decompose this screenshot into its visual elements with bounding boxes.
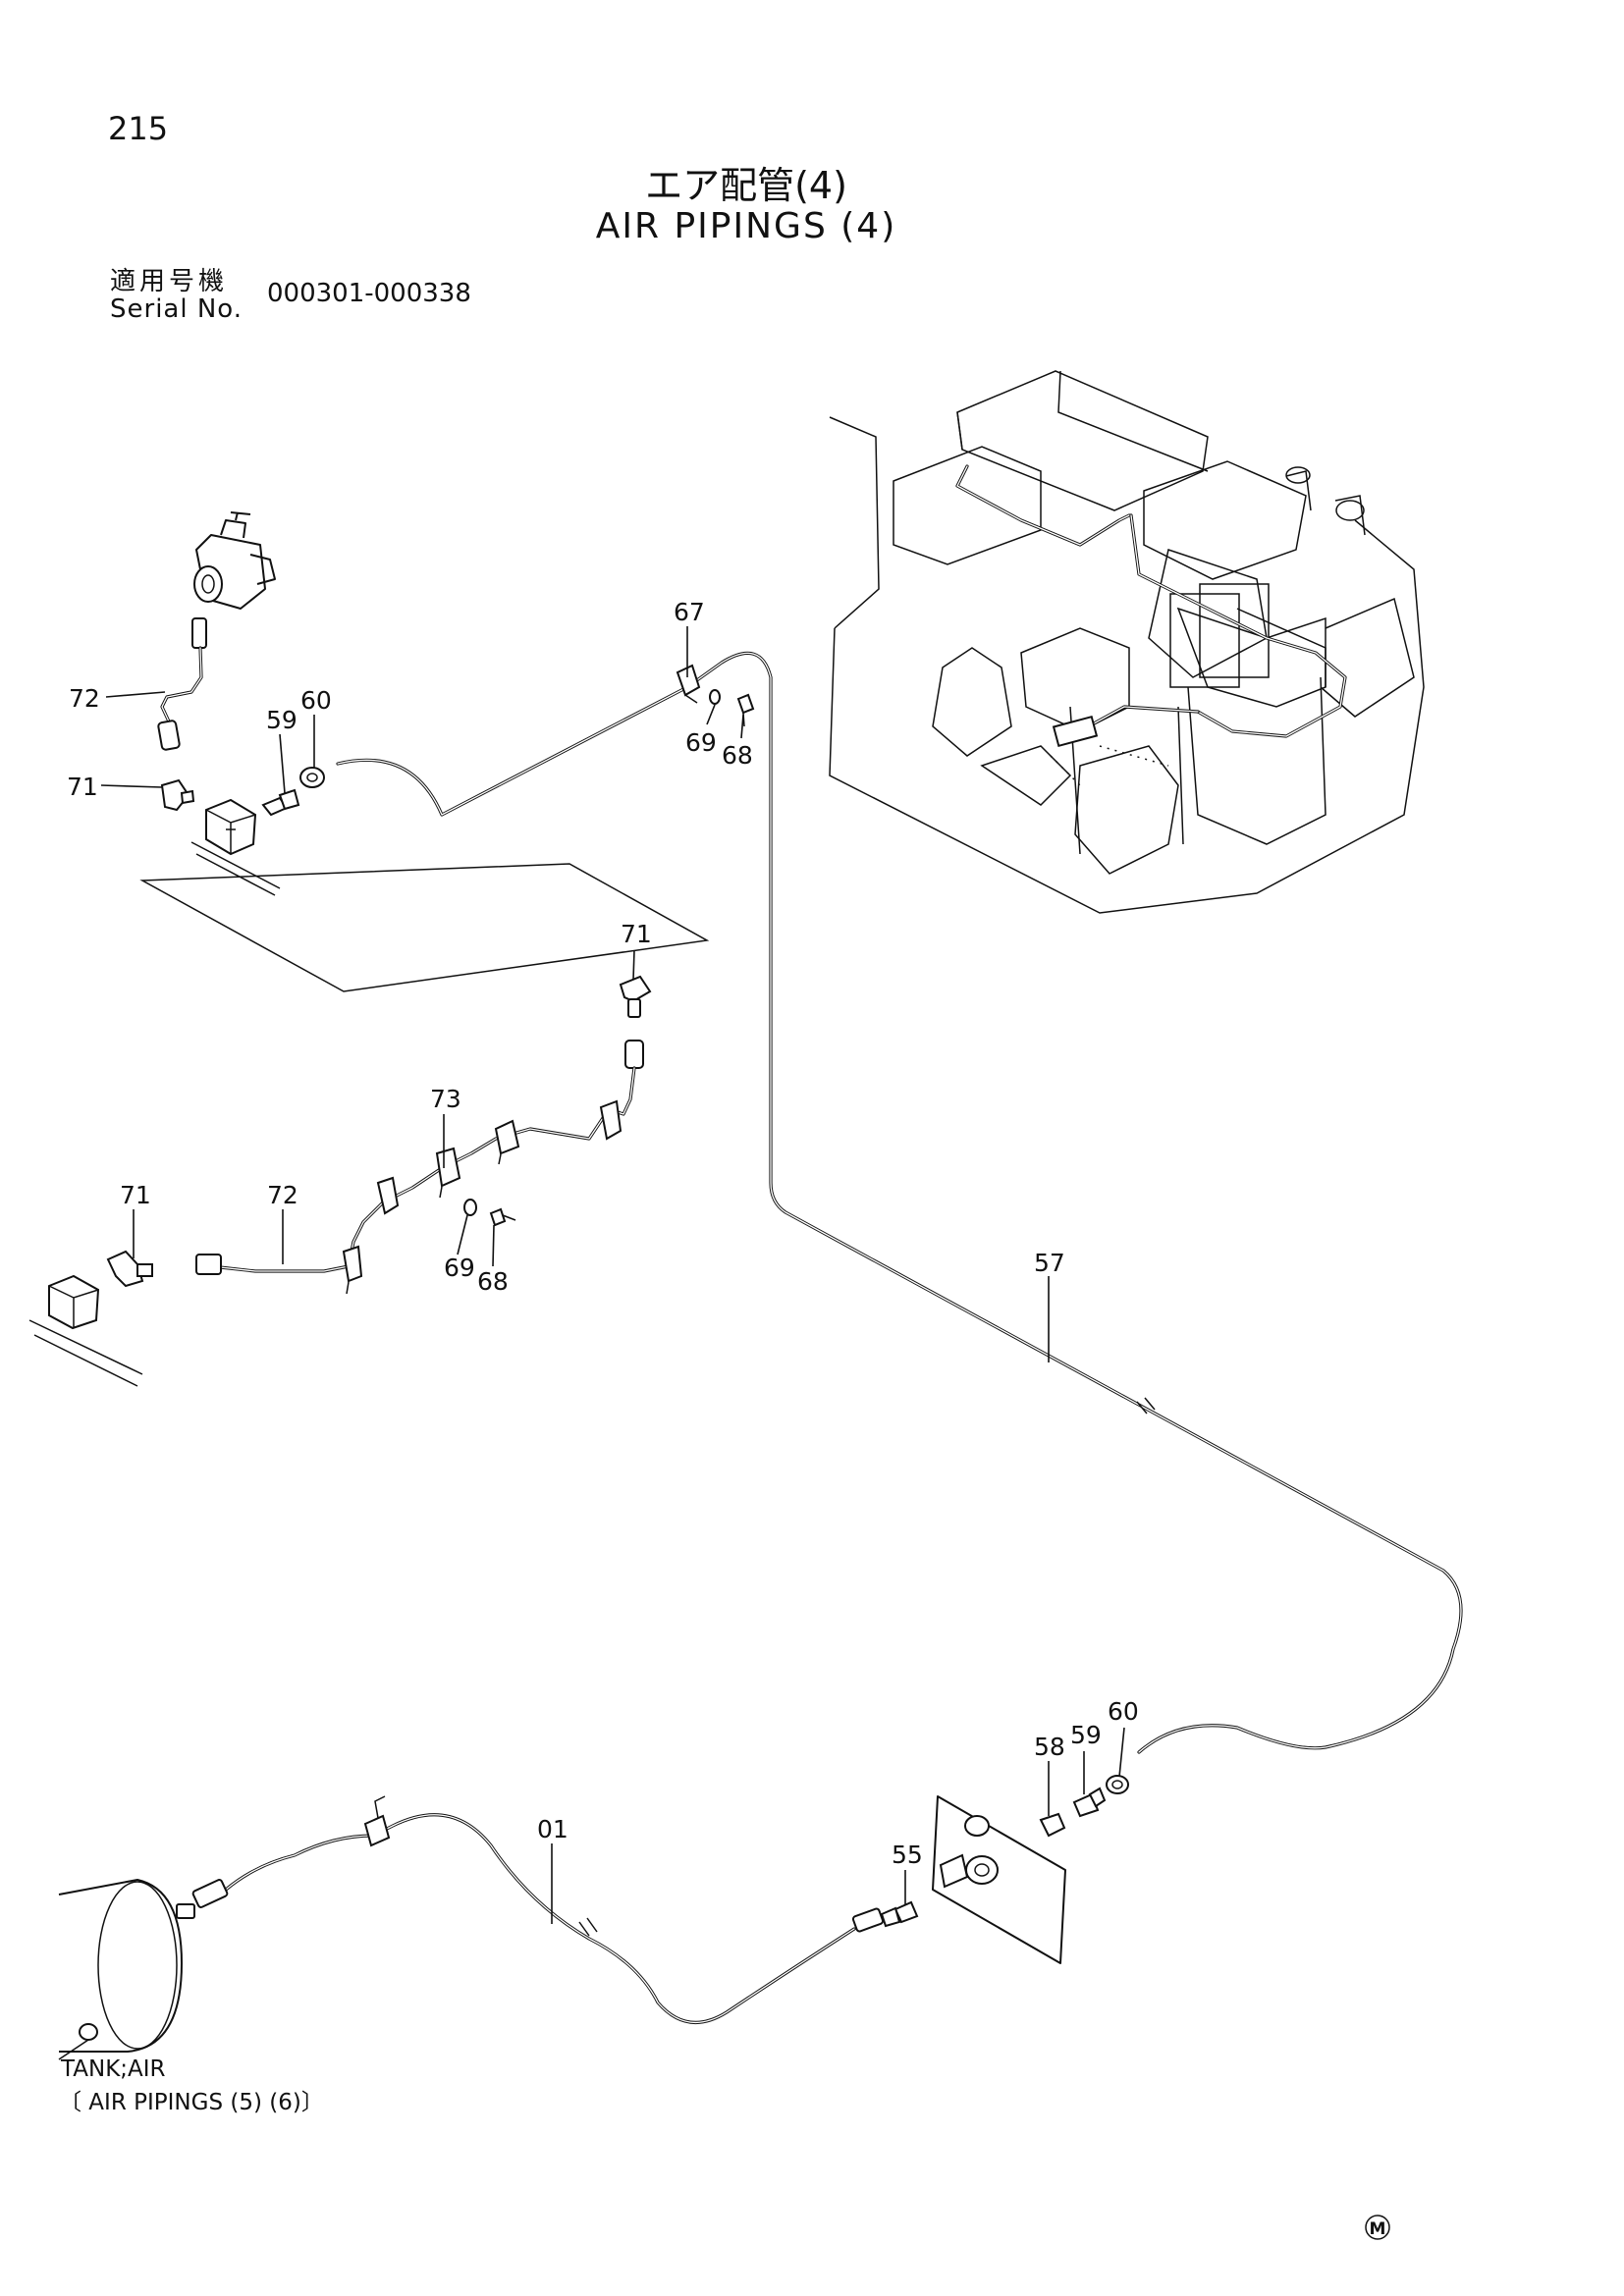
page-title-jp: エア配管(4)	[645, 164, 847, 207]
connector-59-bottom	[1072, 1787, 1107, 1818]
bulkhead-plate	[932, 1795, 1066, 1964]
fitting-58	[1039, 1812, 1066, 1838]
washer-69-top	[709, 689, 721, 705]
callout-01: 01	[537, 1815, 568, 1843]
tank-reference: 〔 AIR PIPINGS (5) (6)〕	[59, 2090, 324, 2115]
serial-range: 000301-000338	[267, 279, 471, 308]
callout-71-left: 71	[120, 1181, 151, 1209]
clamp-60-bottom	[1106, 1775, 1129, 1794]
valve-block-left	[28, 1274, 143, 1387]
hose-72-top	[157, 617, 207, 751]
air-tank	[58, 1879, 195, 2060]
callout-59-bottom: 59	[1070, 1721, 1102, 1749]
callout-58: 58	[1034, 1733, 1065, 1761]
elbow-71-left	[106, 1250, 153, 1288]
callout-67: 67	[674, 598, 705, 626]
hose-72-mid	[195, 1040, 644, 1275]
valve-block-upper	[190, 798, 281, 896]
detail-inset-frame	[139, 863, 710, 992]
callout-68-mid: 68	[477, 1267, 509, 1296]
hose-01	[191, 1795, 885, 2024]
callout-72-top: 72	[69, 684, 100, 713]
callout-59-top: 59	[266, 706, 298, 734]
bolt-68-top	[736, 693, 755, 727]
callout-57: 57	[1034, 1249, 1065, 1277]
callout-69-mid: 69	[444, 1254, 475, 1282]
pipe-57	[336, 651, 1463, 1754]
connector-59-top	[261, 788, 300, 817]
clamp-60-top	[299, 767, 325, 788]
callout-68-top: 68	[722, 741, 753, 770]
fitting-55	[880, 1900, 919, 1928]
serial-label-jp: 適用号機	[110, 267, 229, 296]
bolt-68-mid	[489, 1207, 516, 1227]
callout-72-left: 72	[267, 1181, 298, 1209]
machine-reference-drawing	[829, 370, 1425, 914]
callout-60-bottom: 60	[1108, 1697, 1139, 1726]
callout-69-top: 69	[685, 728, 717, 757]
washer-69-mid	[463, 1199, 477, 1216]
valve-assembly-top	[193, 511, 276, 610]
leader-lines	[100, 626, 1125, 1924]
elbow-71-top	[160, 778, 195, 812]
elbow-71-mid	[619, 975, 652, 1018]
page-title-en: AIR PIPINGS (4)	[595, 206, 897, 246]
page-number: 215	[108, 110, 169, 147]
maker-mark-logo: M	[1365, 2215, 1390, 2240]
maker-mark-letter: M	[1370, 2219, 1386, 2239]
tank-label: TANK;AIR	[60, 2056, 166, 2082]
callout-55: 55	[892, 1841, 923, 1869]
callout-labels: 67 60 59 72 71 69 68 71 73 71 72 69 68 5…	[67, 598, 1139, 1869]
clamps-73	[342, 1099, 623, 1295]
serial-label-en: Serial No.	[110, 294, 243, 324]
callout-60-top: 60	[300, 686, 332, 715]
callout-71-mid: 71	[621, 920, 652, 948]
callout-73: 73	[430, 1085, 461, 1113]
clamp-67	[676, 664, 701, 704]
callout-71-top: 71	[67, 773, 98, 801]
